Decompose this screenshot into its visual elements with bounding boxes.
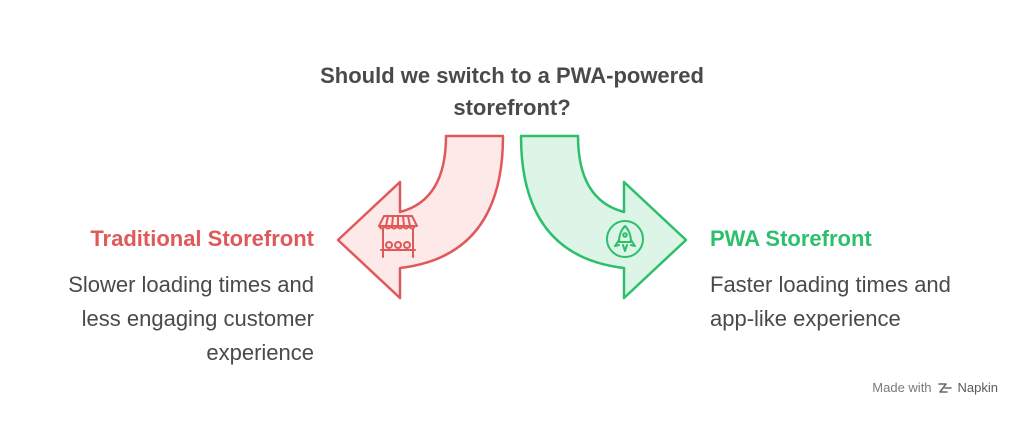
question-line-2: storefront? — [453, 95, 571, 120]
traditional-storefront-title: Traditional Storefront — [90, 226, 314, 251]
pwa-description-line-2: app-like experience — [710, 306, 901, 331]
traditional-storefront-description: Slower loading times and less engaging c… — [14, 268, 314, 370]
napkin-logo-icon — [937, 382, 952, 393]
pwa-storefront-description: Faster loading times and app-like experi… — [710, 268, 1010, 336]
question-title: Should we switch to a PWA-powered storef… — [262, 60, 762, 124]
made-with-napkin-footer[interactable]: Made with Napkin — [872, 380, 998, 395]
pwa-storefront-title: PWA Storefront — [710, 226, 872, 251]
pwa-description-line-1: Faster loading times and — [710, 272, 951, 297]
right-arrow — [519, 134, 688, 300]
left-arrow — [336, 134, 505, 300]
traditional-description-line-3: experience — [206, 340, 314, 365]
rocket-icon — [606, 220, 644, 258]
traditional-description-line-1: Slower loading times and — [68, 272, 314, 297]
napkin-brand-label: Napkin — [957, 380, 998, 395]
question-line-1: Should we switch to a PWA-powered — [320, 63, 704, 88]
traditional-description-line-2: less engaging customer — [81, 306, 314, 331]
made-with-label: Made with — [872, 380, 932, 395]
storefront-icon — [378, 215, 418, 258]
